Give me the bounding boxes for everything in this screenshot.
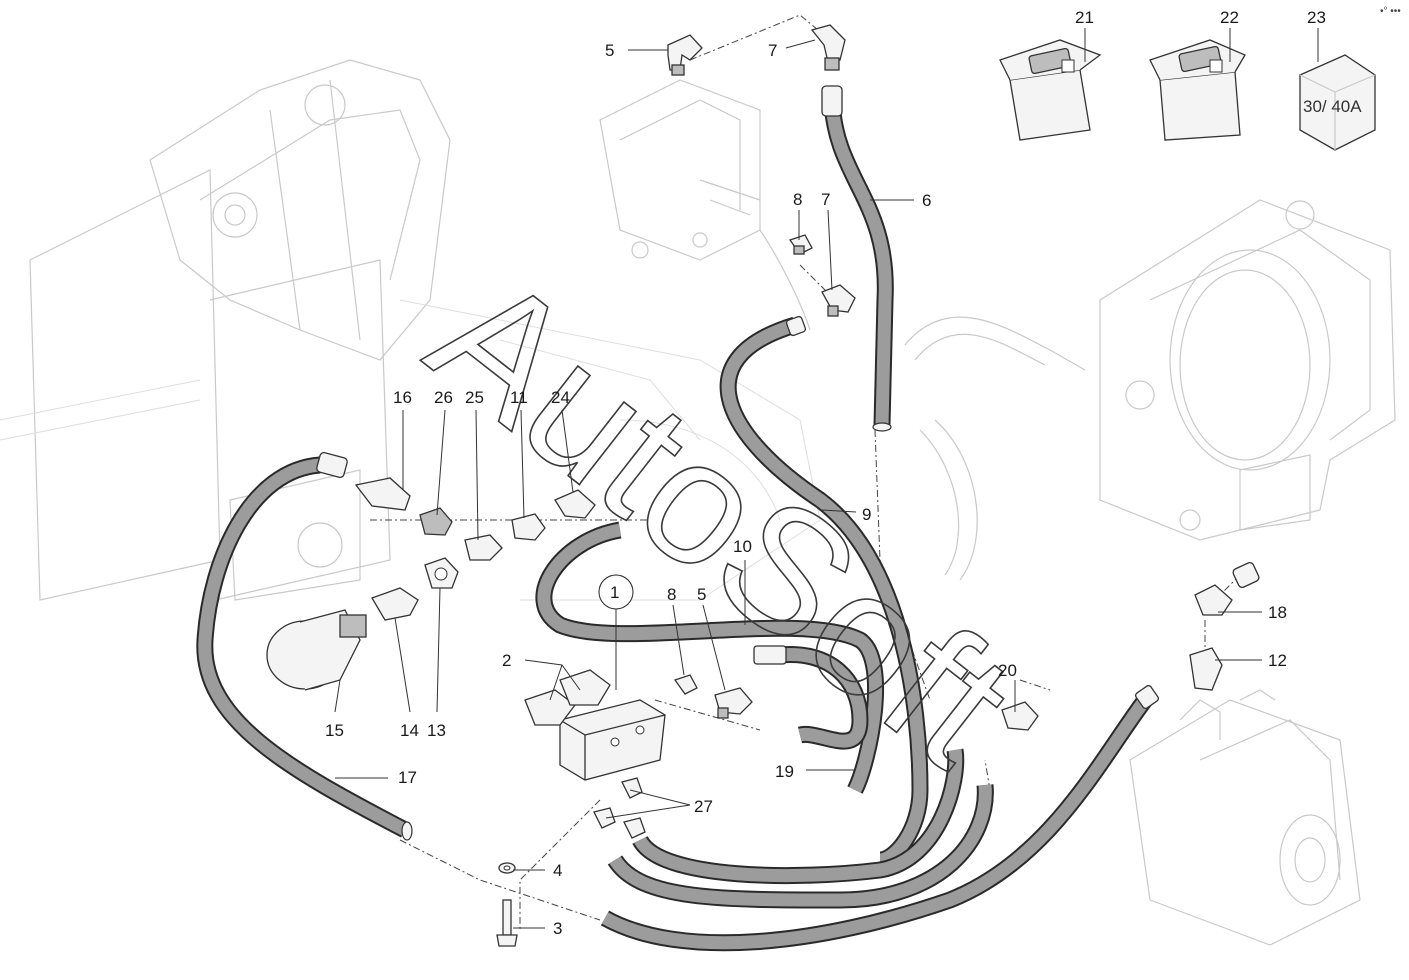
callout-17: 17 xyxy=(398,768,417,787)
corner-mark: •° ••• xyxy=(1380,6,1401,17)
nut-13 xyxy=(424,557,459,589)
hose-lower-2 xyxy=(607,784,994,909)
washer-4 xyxy=(498,862,516,874)
hose-9 xyxy=(719,315,929,869)
callout-4: 4 xyxy=(553,861,562,880)
callout-24: 24 xyxy=(551,388,570,407)
callout-5-mid: 5 xyxy=(697,585,706,604)
valve-block-1 xyxy=(559,699,666,781)
callout-5-top: 5 xyxy=(605,41,614,60)
accumulator-15 xyxy=(266,609,367,691)
connector-16 xyxy=(316,451,411,511)
callout-20: 20 xyxy=(998,661,1017,680)
callout-14: 14 xyxy=(400,721,419,740)
elbow-7-mid xyxy=(821,284,856,317)
callout-27: 27 xyxy=(694,797,713,816)
elbow-18 xyxy=(1194,561,1260,616)
callout-23: 23 xyxy=(1307,8,1326,27)
callout-13: 13 xyxy=(427,721,446,740)
plug-8-top xyxy=(788,234,813,255)
bolt-3 xyxy=(496,899,518,947)
adapter-14 xyxy=(371,587,419,621)
fittings-27 xyxy=(593,777,646,839)
relay-rating-label: 30/ 40A xyxy=(1303,97,1362,116)
callout-10: 10 xyxy=(733,537,752,556)
callout-labels: 5 7 6 8 7 9 10 1 2 8 5 19 20 18 12 16 26… xyxy=(325,6,1401,938)
callout-3: 3 xyxy=(553,919,562,938)
hose-6 xyxy=(821,85,894,432)
elbow-5-mid xyxy=(714,687,753,719)
hose-lower-3 xyxy=(600,684,1160,952)
tee-25 xyxy=(464,534,503,561)
fitting-7-top xyxy=(810,24,846,71)
fitting-20 xyxy=(1001,701,1039,731)
callout-25: 25 xyxy=(465,388,484,407)
callout-22: 22 xyxy=(1220,8,1239,27)
control-valve-ghost xyxy=(599,79,811,331)
transmission-housing-ghost xyxy=(1099,199,1396,541)
callout-8-top: 8 xyxy=(793,190,802,209)
hose-lower-1 xyxy=(632,748,965,885)
relay-23: 30/ 40A xyxy=(1299,54,1376,151)
hose-17 xyxy=(196,456,413,841)
callout-16: 16 xyxy=(393,388,412,407)
callout-6: 6 xyxy=(922,191,931,210)
callout-12: 12 xyxy=(1268,651,1287,670)
switch-21 xyxy=(999,39,1102,141)
fitting-11 xyxy=(511,513,546,541)
callout-1: 1 xyxy=(610,583,619,602)
callout-8-mid: 8 xyxy=(667,585,676,604)
callout-7-mid: 7 xyxy=(821,190,830,209)
callout-26: 26 xyxy=(434,388,453,407)
callout-9: 9 xyxy=(862,505,871,524)
hydraulic-pump-ghost xyxy=(1129,689,1361,946)
tee-12 xyxy=(1189,647,1223,691)
callout-2: 2 xyxy=(502,651,511,670)
callout-19: 19 xyxy=(775,762,794,781)
callout-15: 15 xyxy=(325,721,344,740)
callout-7-top: 7 xyxy=(768,41,777,60)
callout-21: 21 xyxy=(1075,8,1094,27)
callout-11: 11 xyxy=(510,388,528,407)
plug-8-mid xyxy=(673,674,698,695)
callout-18: 18 xyxy=(1268,603,1287,622)
elbow-24 xyxy=(554,489,596,519)
switch-22 xyxy=(1149,39,1246,141)
hose-19 xyxy=(753,645,869,750)
leader-lines xyxy=(334,28,1319,929)
background-hose-ghost xyxy=(904,316,1086,581)
fitting-5-top xyxy=(667,34,703,76)
nut-26 xyxy=(419,507,453,536)
